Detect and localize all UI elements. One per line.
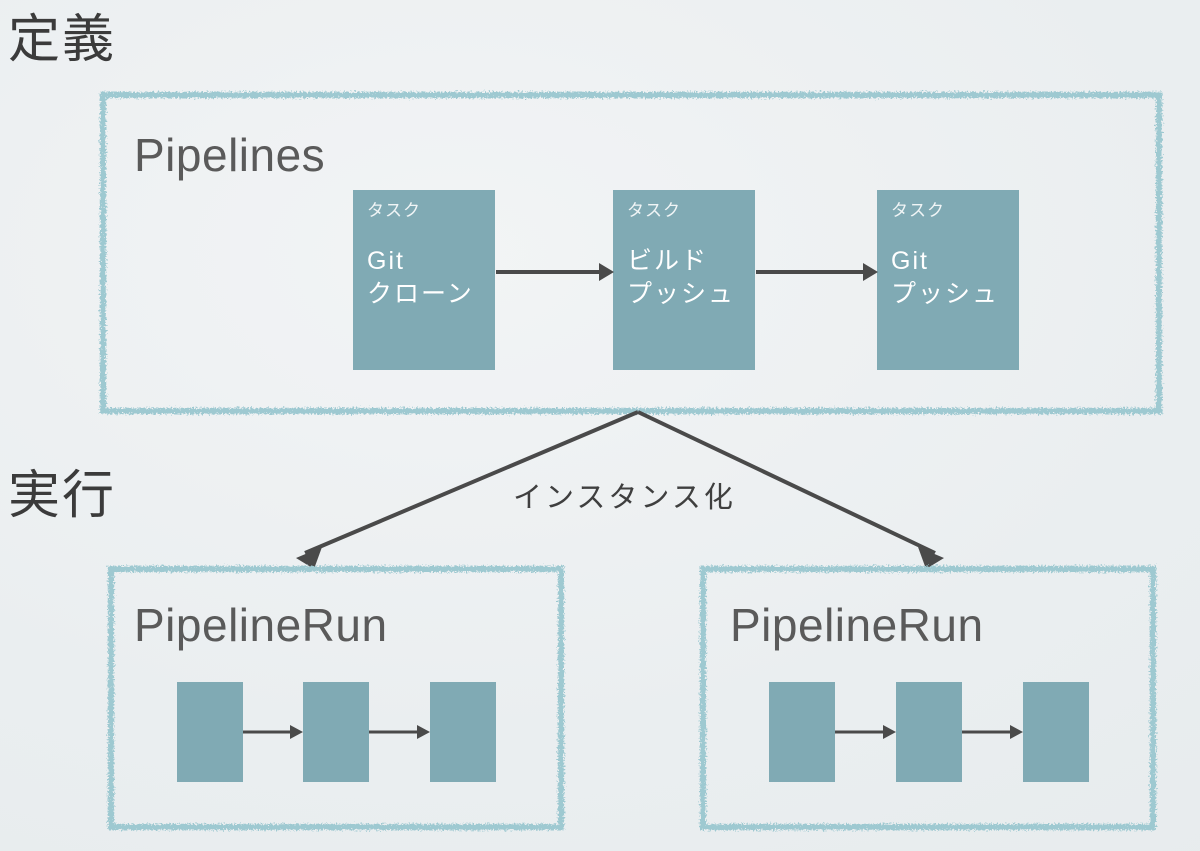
pipelinerun-container-left (108, 566, 564, 830)
pipelinerun-label-left: PipelineRun (134, 599, 388, 651)
pipelinerun-left-task-2[interactable] (303, 682, 369, 782)
task-title: Git クローン (367, 245, 481, 313)
task-title-line2: プッシュ (627, 280, 736, 309)
pipelinerun-right-task-2[interactable] (896, 682, 962, 782)
task-kind-label: タスク (367, 201, 421, 220)
task-card-git-push[interactable]: タスク Git プッシュ (877, 190, 1019, 370)
arrow-icon-right-run-1-to-2 (835, 724, 896, 740)
arrow-icon-task1-to-task2 (496, 260, 614, 284)
task-title-line2: クローン (367, 280, 474, 309)
pipelinerun-left-border (108, 566, 564, 830)
instantiation-label: インスタンス化 (513, 482, 736, 514)
arrow-icon-right-run-2-to-3 (962, 724, 1023, 740)
task-card-git-clone[interactable]: タスク Git クローン (353, 190, 495, 370)
arrow-icon-task2-to-task3 (756, 260, 878, 284)
arrow-icon-left-run-1-to-2 (243, 724, 303, 740)
pipelinerun-left-task-1[interactable] (177, 682, 243, 782)
pipelines-label: Pipelines (134, 129, 326, 181)
pipelinerun-container-right (700, 566, 1156, 830)
task-title: ビルド プッシュ (627, 245, 741, 313)
task-kind-label: タスク (891, 201, 945, 220)
task-kind-label: タスク (627, 201, 681, 220)
task-title: Git プッシュ (891, 245, 1005, 313)
pipelinerun-right-task-1[interactable] (769, 682, 835, 782)
arrow-icon-left-run-2-to-3 (369, 724, 430, 740)
pipelinerun-label-right: PipelineRun (730, 599, 984, 651)
section-heading-definition: 定義 (8, 11, 117, 69)
section-heading-execution: 実行 (8, 467, 117, 525)
task-title-line1: Git (367, 246, 405, 275)
task-title-line2: プッシュ (891, 280, 1000, 309)
pipelinerun-right-task-3[interactable] (1023, 682, 1089, 782)
pipelinerun-left-task-3[interactable] (430, 682, 496, 782)
pipelinerun-right-border (700, 566, 1156, 830)
task-title-line1: ビルド (627, 246, 709, 275)
task-title-line1: Git (891, 246, 929, 275)
task-card-build-push[interactable]: タスク ビルド プッシュ (613, 190, 755, 370)
